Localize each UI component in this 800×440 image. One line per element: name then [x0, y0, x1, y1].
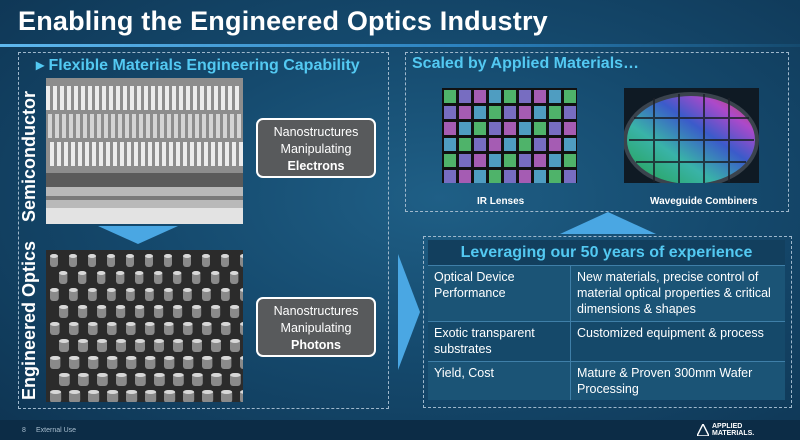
logo-line1: APPLIED [712, 423, 743, 430]
footer-note: External Use [36, 427, 77, 434]
photons-box-line3: Photons [291, 338, 341, 352]
right-bottom-panel [423, 236, 792, 408]
leveraging-heading: Leveraging our 50 years of experience [428, 240, 785, 265]
table-cell: Customized equipment & process [570, 321, 785, 362]
table-row: Exotic transparent substrates Customized… [428, 321, 785, 362]
ir-lenses-caption: IR Lenses [477, 196, 525, 207]
table-cell: Optical Device Performance [428, 265, 571, 322]
photons-box-line2: Manipulating [280, 321, 352, 335]
logo-line2: MATERIALS. [712, 430, 755, 437]
photons-box: Nanostructures Manipulating Photons [256, 297, 376, 357]
down-arrow [98, 226, 178, 244]
photons-box-line1: Nanostructures [273, 304, 359, 318]
left-heading: ▸ Flexible Materials Engineering Capabil… [36, 57, 360, 74]
semiconductor-label: Semiconductor [19, 90, 39, 222]
waveguide-caption: Waveguide Combiners [650, 196, 758, 207]
table-cell: Mature & Proven 300mm Wafer Processing [570, 361, 785, 400]
experience-table: Optical Device Performance New materials… [428, 265, 785, 400]
right-arrow [398, 254, 420, 370]
up-arrow [560, 212, 656, 234]
electrons-box-line1: Nanostructures [273, 125, 359, 139]
right-top-panel [405, 52, 789, 212]
table-row: Yield, Cost Mature & Proven 300mm Wafer … [428, 361, 785, 400]
left-panel [18, 52, 389, 409]
applied-materials-logo-icon [697, 424, 709, 436]
electrons-box-line2: Manipulating [280, 142, 352, 156]
company-logo: APPLIED MATERIALS. [712, 423, 754, 437]
waveguide-combiners-image [624, 88, 759, 183]
table-cell: Exotic transparent substrates [428, 321, 571, 362]
engineered-optics-label: Engineered Optics [19, 240, 39, 400]
ir-lenses-image [442, 88, 577, 183]
right-heading: Scaled by Applied Materials… [412, 55, 640, 72]
semiconductor-sem-image [46, 78, 243, 224]
electrons-box: Nanostructures Manipulating Electrons [256, 118, 376, 178]
table-row: Optical Device Performance New materials… [428, 265, 785, 322]
slide-title: Enabling the Engineered Optics Industry [18, 6, 548, 36]
electrons-box-line3: Electrons [287, 159, 345, 173]
table-cell: Yield, Cost [428, 361, 571, 400]
page-number: 8 [22, 427, 26, 434]
footer-bar [0, 420, 800, 440]
nanopillar-sem-image [46, 250, 243, 402]
title-rule [0, 44, 800, 47]
table-cell: New materials, precise control of materi… [570, 265, 785, 322]
